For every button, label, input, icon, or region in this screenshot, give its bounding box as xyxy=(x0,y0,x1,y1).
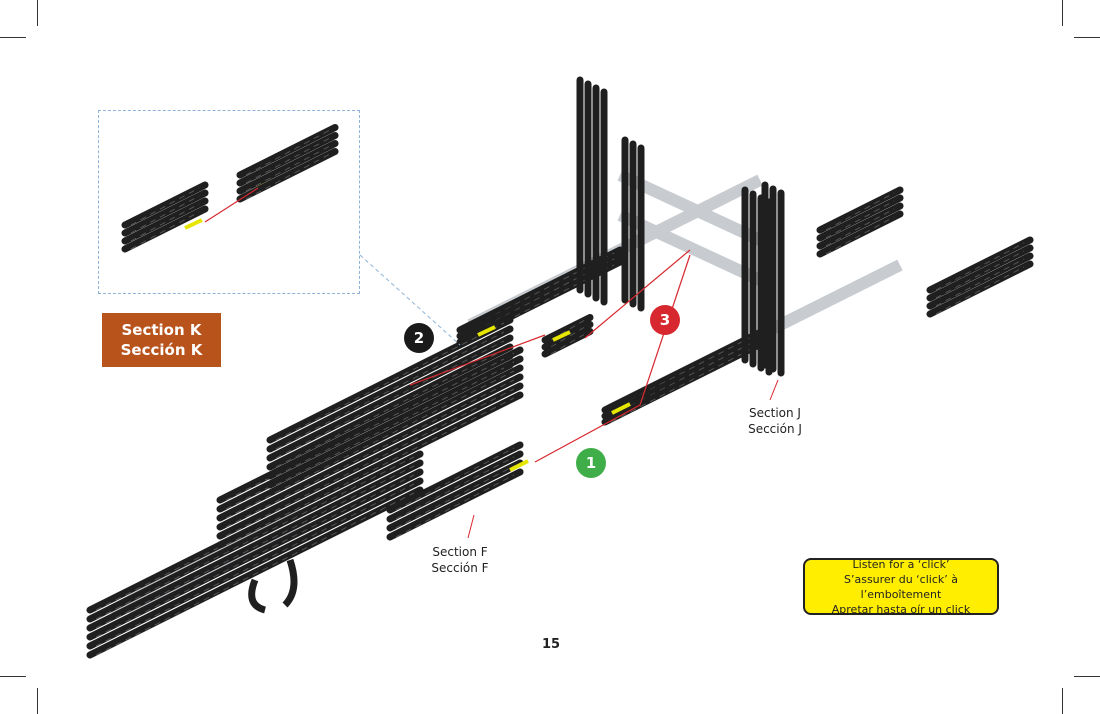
click-highlight xyxy=(184,218,203,230)
bar-hole-row xyxy=(935,258,1025,307)
inset-bar xyxy=(236,132,339,187)
inset-bar xyxy=(236,140,339,195)
bar-hole-row xyxy=(225,388,515,537)
chassis-bar xyxy=(266,352,514,480)
chassis-bar xyxy=(216,373,524,531)
bar-hole-row xyxy=(275,349,505,468)
section-f-leader xyxy=(467,514,475,539)
bar-hole-row xyxy=(395,456,515,520)
bar-hole-row xyxy=(825,216,895,255)
click-highlight xyxy=(477,325,496,337)
chassis-bar xyxy=(266,316,514,444)
inset-bar xyxy=(236,124,339,179)
chassis-bar xyxy=(266,361,514,489)
chassis-bar xyxy=(386,468,524,541)
chassis-bar xyxy=(216,364,524,522)
bar-hole-row xyxy=(825,192,895,231)
section-f-en: Section F xyxy=(432,545,488,559)
section-j-leader xyxy=(769,379,779,401)
crop-mark xyxy=(1074,676,1100,677)
rail-bar xyxy=(926,236,1034,294)
bar-hole-row xyxy=(95,465,415,629)
crop-mark xyxy=(37,0,38,26)
bar-hole-row xyxy=(245,138,330,184)
rail-bar xyxy=(926,244,1034,302)
bar-hole-row xyxy=(825,208,895,247)
chassis-bar xyxy=(266,334,514,462)
crop-mark xyxy=(0,676,26,677)
step-3-badge: 3 xyxy=(650,305,680,335)
note-fr: S’assurer du ‘click’ à l’emboîtement xyxy=(844,572,958,601)
bar-hole-row xyxy=(245,130,330,176)
note-es: Apretar hasta oír un click xyxy=(831,602,971,616)
click-highlight xyxy=(509,459,529,472)
note-en: Listen for a ‘click’ xyxy=(852,557,950,571)
bar-hole-row xyxy=(395,474,515,538)
inset-leader xyxy=(359,254,461,346)
chassis-bar xyxy=(216,382,524,540)
bar-hole-row xyxy=(95,483,415,647)
section-j-label: Section J Sección J xyxy=(735,405,815,437)
crop-mark xyxy=(1062,0,1063,26)
section-j-en: Section J xyxy=(749,406,801,420)
bar-hole-row xyxy=(275,340,505,459)
section-f-es: Sección F xyxy=(431,561,489,575)
bar-hole-row xyxy=(225,397,515,546)
bar-hole-row xyxy=(130,203,200,242)
rail-bar xyxy=(926,260,1034,318)
chassis-bar xyxy=(266,343,514,471)
assembly-arrow xyxy=(584,249,691,339)
assembly-arrow xyxy=(534,404,641,463)
bar-hole-row xyxy=(395,465,515,529)
assembly-arrow xyxy=(204,187,259,223)
bar-hole-row xyxy=(935,250,1025,299)
hitch-hook xyxy=(248,558,298,614)
bar-hole-row xyxy=(130,187,200,226)
detail-inset xyxy=(98,110,360,294)
crop-mark xyxy=(1062,688,1063,714)
assembly-arrow xyxy=(409,334,546,386)
page-number: 15 xyxy=(541,637,561,652)
bar-hole-row xyxy=(935,242,1025,291)
bar-hole-row xyxy=(275,367,505,486)
bar-hole-row xyxy=(95,456,415,620)
bar-hole-row xyxy=(245,146,330,192)
step-1-badge: 1 xyxy=(576,448,606,478)
inset-bar xyxy=(236,148,339,203)
section-j-es: Sección J xyxy=(748,422,802,436)
step-2-badge: 2 xyxy=(404,323,434,353)
chassis-bar xyxy=(266,325,514,453)
section-f-label: Section F Sección F xyxy=(420,544,500,576)
bar-hole-row xyxy=(130,195,200,234)
crop-mark xyxy=(37,688,38,714)
bar-hole-row xyxy=(825,200,895,239)
click-highlight xyxy=(552,330,571,342)
bar-hole-row xyxy=(275,322,505,441)
bar-hole-row xyxy=(275,358,505,477)
bar-hole-row xyxy=(95,492,415,656)
bar-hole-row xyxy=(95,474,415,638)
bar-hole-row xyxy=(275,331,505,450)
section-k-en: Section K xyxy=(121,321,202,339)
crop-mark xyxy=(0,37,26,38)
section-k-label: Section K Sección K xyxy=(102,313,221,367)
bar-hole-row xyxy=(935,266,1025,315)
bar-hole-row xyxy=(225,370,515,519)
bar-hole-row xyxy=(130,211,200,250)
bar-hole-row xyxy=(225,379,515,528)
crop-mark xyxy=(1074,37,1100,38)
section-k-es: Sección K xyxy=(120,341,203,359)
bar-hole-row xyxy=(610,344,760,423)
click-note: Listen for a ‘click’ S’assurer du ‘click… xyxy=(803,557,999,616)
bar-hole-row xyxy=(245,154,330,200)
bar-hole-row xyxy=(395,447,515,511)
chassis-bar xyxy=(216,391,524,549)
rail-bar xyxy=(926,252,1034,310)
click-highlight xyxy=(611,402,631,415)
